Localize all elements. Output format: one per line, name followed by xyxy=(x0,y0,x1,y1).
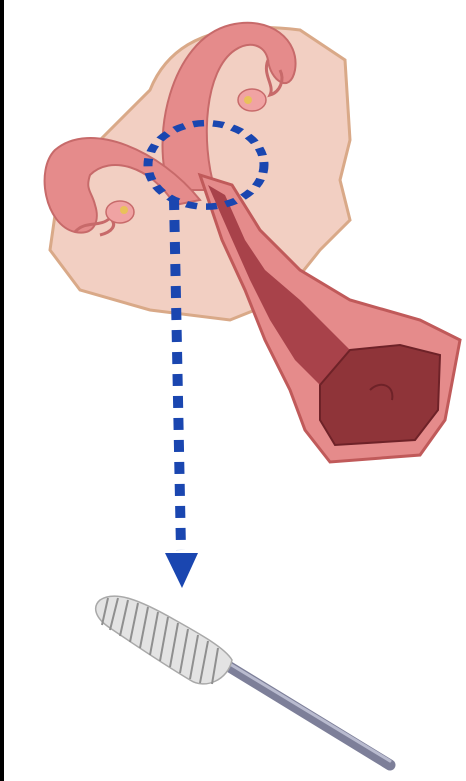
dotted-arrow-line xyxy=(174,198,181,550)
arrow-head-icon xyxy=(165,553,198,588)
ovary-left xyxy=(106,201,134,223)
ovary-right xyxy=(238,89,266,111)
cytobrush-icon xyxy=(96,596,390,765)
